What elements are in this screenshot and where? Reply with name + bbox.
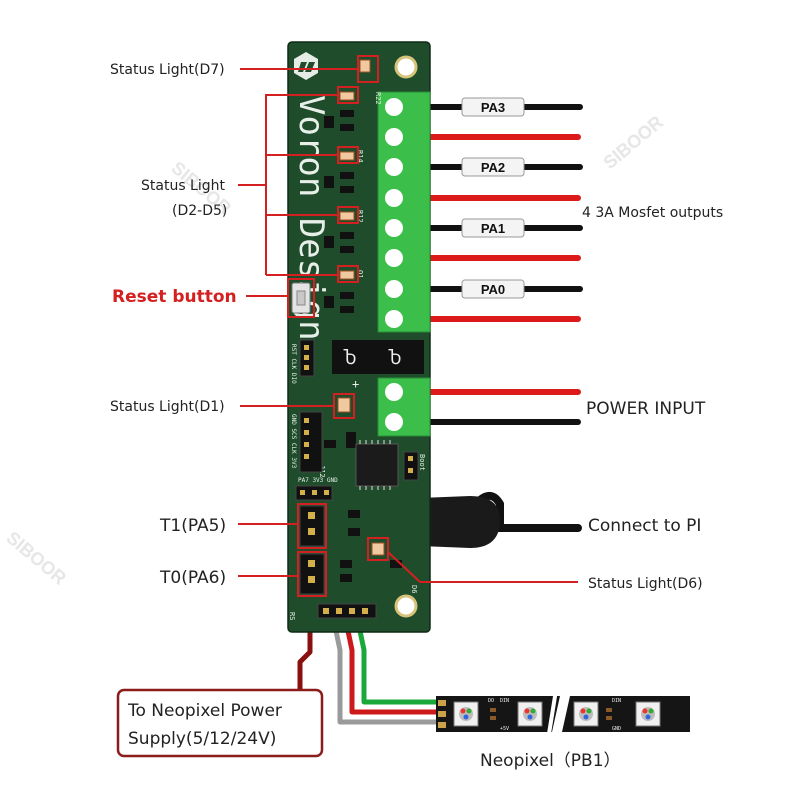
smd-components <box>324 110 402 582</box>
pin-headers <box>295 339 419 619</box>
label-mosfet-outputs: 4 3A Mosfet outputs <box>582 205 723 221</box>
leds <box>337 59 385 556</box>
svg-text:R14: R14 <box>356 150 364 163</box>
svg-text:PA1: PA1 <box>481 221 505 236</box>
svg-text:PA0: PA0 <box>481 282 505 297</box>
wire-tag-pa3: PA3 <box>461 97 525 117</box>
svg-text:PA2: PA2 <box>481 160 505 175</box>
svg-text:D6: D6 <box>410 585 418 593</box>
diode-symbol-2: Ⴆ <box>388 348 402 369</box>
svg-text:Q1: Q1 <box>356 270 364 278</box>
label-status-d7: Status Light(D7) <box>110 62 225 78</box>
svg-text:RS: RS <box>288 612 296 620</box>
mounting-hole-top <box>394 55 418 79</box>
svg-text:DO: DO <box>488 698 494 704</box>
silk-rst-clk-dio: RST CLK DIO <box>290 344 297 384</box>
wire-tag-pa2: PA2 <box>461 157 525 177</box>
neopixel-power-box: To Neopixel Power Supply(5/12/24V) <box>116 688 324 758</box>
strip-resistors <box>490 708 612 720</box>
svg-text:DIN: DIN <box>500 698 509 704</box>
pcb-board: Voron Design Ⴆ Ⴆ + <box>287 41 431 633</box>
label-status-d6: Status Light(D6) <box>588 576 703 592</box>
labels: Status Light(D7) Status Light (D2-D5) Re… <box>110 62 723 592</box>
label-status-d2-d5-line1: Status Light <box>141 178 226 194</box>
diode-bar <box>332 340 424 374</box>
terminal-screws <box>385 98 403 328</box>
wire-tag-pa0: PA0 <box>461 279 525 299</box>
watermark-bottom-left: SIBOOR <box>2 528 69 589</box>
label-connect-pi: Connect to PI <box>588 516 701 536</box>
label-status-d1: Status Light(D1) <box>110 399 225 415</box>
watermark-right: SIBOOR <box>600 112 667 173</box>
neopixel-leds <box>453 701 661 727</box>
svg-text:+5V: +5V <box>500 726 509 732</box>
usb-plug-body <box>420 496 500 548</box>
svg-text:R22: R22 <box>374 92 382 105</box>
mcu-pins <box>359 440 391 490</box>
label-neopixel-power-line1: To Neopixel Power <box>127 701 282 721</box>
svg-text:R12: R12 <box>356 210 364 223</box>
label-t0: T0(PA6) <box>159 568 226 588</box>
svg-text:DIN: DIN <box>612 698 621 704</box>
mcu-chip <box>355 443 399 487</box>
silk-boot: Boot <box>418 454 426 471</box>
usb-cable <box>413 491 582 548</box>
silk-swd: GND SCS CLK 3V3 <box>290 414 297 469</box>
header-pins <box>300 345 413 614</box>
label-power-input: POWER INPUT <box>586 399 706 419</box>
wire-tag-pa1: PA1 <box>461 218 525 238</box>
mosfet-terminal-block <box>377 91 431 333</box>
strip-silk: DO DIN +5V DIN GND <box>488 698 621 732</box>
power-terminal-block <box>377 377 431 437</box>
label-t1: T1(PA5) <box>159 516 226 536</box>
svg-text:PA3: PA3 <box>481 100 505 115</box>
label-reset-button: Reset button <box>112 287 237 307</box>
label-neopixel: Neopixel（PB1） <box>480 751 621 771</box>
strip-pads <box>438 700 446 728</box>
callouts <box>238 55 578 597</box>
svg-text:GND: GND <box>612 726 621 732</box>
power-plus-mark: + <box>352 377 359 391</box>
label-status-d2-d5-line2: (D2-D5) <box>172 203 227 219</box>
wire-tags: PA3 PA2 PA1 PA0 <box>461 97 525 299</box>
diode-symbol-1: Ⴆ <box>343 348 357 369</box>
mounting-hole-bottom <box>394 594 418 618</box>
label-neopixel-power-line2: Supply(5/12/24V) <box>128 729 276 749</box>
neopixel-strip: DO DIN +5V DIN GND <box>436 689 690 741</box>
silk-power-pins: PA7 3V3 GND <box>298 477 338 484</box>
